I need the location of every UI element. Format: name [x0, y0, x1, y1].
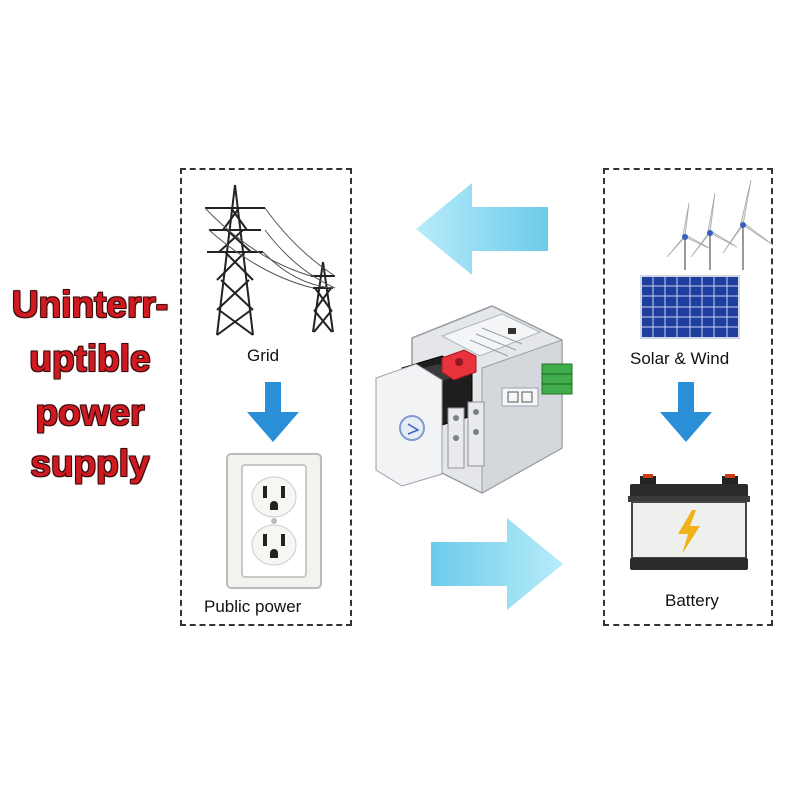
title-line-1: Uninterr-: [11, 284, 169, 325]
right-arrow-icon: [431, 518, 563, 610]
solar-panel-icon: [640, 275, 740, 339]
pylon-icon: [204, 184, 336, 336]
title-line-3: power: [35, 392, 145, 433]
renewable-panel: [603, 168, 773, 626]
battery-icon: [628, 474, 750, 570]
title-line-4: supply: [30, 443, 150, 484]
left-arrow-icon: [416, 183, 548, 275]
outlet-icon: [226, 453, 322, 589]
down-arrow-icon: [660, 382, 712, 442]
solar-wind-label: Solar & Wind: [630, 349, 730, 368]
grid-label: Grid: [247, 346, 280, 365]
transfer-switch-icon: [375, 305, 573, 494]
battery-label: Battery: [665, 591, 719, 610]
public-power-label: Public power: [204, 597, 302, 616]
wind-turbine-icon: [666, 179, 774, 270]
public-power-panel: [180, 168, 352, 626]
down-arrow-icon: [247, 382, 299, 442]
title-line-2: uptible: [29, 338, 151, 379]
